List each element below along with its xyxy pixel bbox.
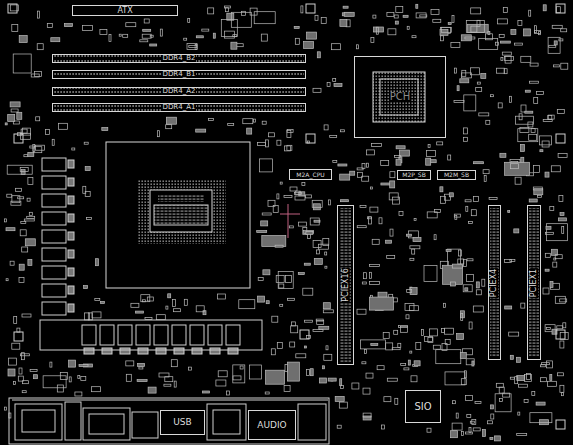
- part-label: DDR4_A1: [162, 104, 197, 111]
- part-label: ATX: [116, 7, 133, 15]
- part-label: PCIEX4: [491, 267, 499, 297]
- part-outline: PCIEX1: [527, 205, 541, 360]
- part-label: PCH: [389, 92, 412, 102]
- part-outline: PCIEX16: [337, 205, 354, 365]
- pch-chip: [373, 72, 425, 122]
- part-label: M2P_SB: [401, 172, 427, 178]
- part-label: DDR4_B2: [162, 55, 197, 62]
- part-outline: USB: [160, 410, 205, 435]
- part-outline: PCH: [354, 56, 446, 138]
- part-outline: DDR4_A1: [52, 103, 306, 112]
- part-label: USB: [172, 418, 192, 427]
- cpu-socket: [106, 142, 250, 288]
- part-outline: DDR4_A2: [52, 87, 306, 96]
- mounting-holes: [8, 4, 565, 429]
- part-outline: M2M_SB: [437, 170, 476, 180]
- part-outline: SIO: [405, 390, 441, 423]
- part-label: M2M_SB: [443, 172, 470, 178]
- part-label: AUDIO: [256, 421, 287, 430]
- part-outline: PCIEX4: [488, 205, 501, 360]
- part-label: PCIEX16: [342, 267, 350, 302]
- part-label: SIO: [413, 402, 432, 412]
- part-outline: M2A_CPU: [289, 169, 332, 180]
- part-label: DDR4_B1: [162, 71, 197, 78]
- board-marker: [280, 204, 300, 238]
- io-panel: [9, 398, 329, 444]
- part-outline: ATX: [72, 5, 178, 16]
- part-label: PCIEX1: [530, 267, 538, 297]
- part-label: DDR4_A2: [162, 88, 197, 95]
- part-outline: DDR4_B2: [52, 54, 306, 63]
- part-outline: AUDIO: [248, 410, 296, 440]
- vrm-chokes: [40, 158, 262, 354]
- component-footprints: [5, 4, 569, 441]
- part-outline: M2P_SB: [397, 170, 431, 180]
- pcie-pins: [340, 208, 539, 362]
- part-label: M2A_CPU: [295, 172, 325, 178]
- part-outline: DDR4_B1: [52, 70, 306, 79]
